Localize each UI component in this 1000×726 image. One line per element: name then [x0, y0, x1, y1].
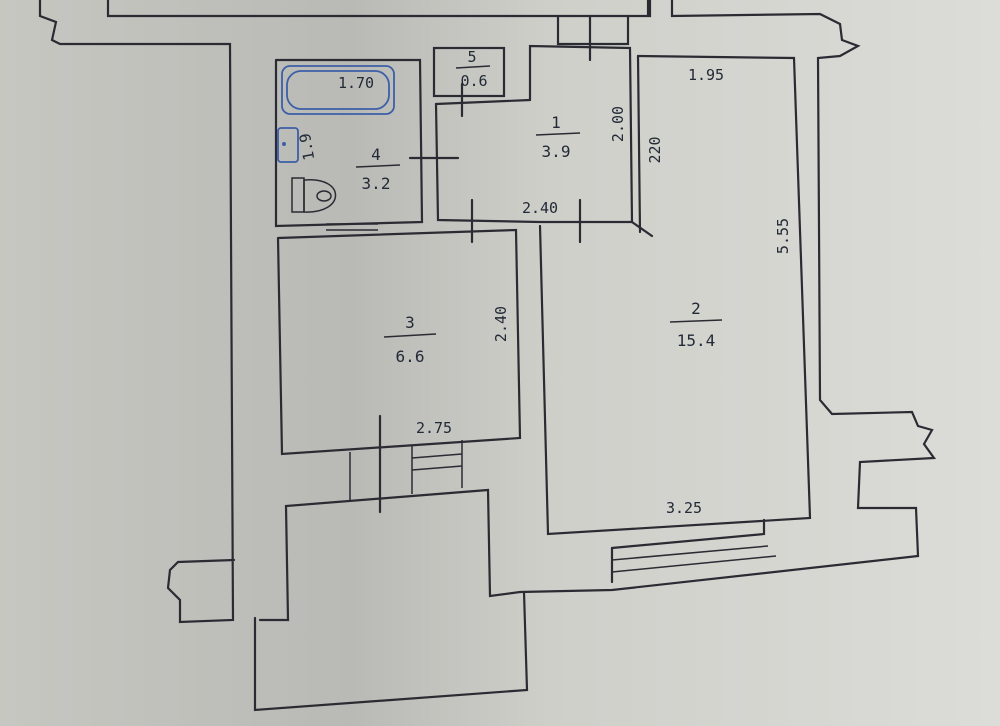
room-2-label: 2 15.4	[669, 299, 723, 350]
room-1-area: 3.9	[542, 142, 571, 161]
room-2-area: 15.4	[677, 331, 716, 350]
room-2-top-dimension: 1.95	[688, 66, 724, 84]
room-5-label: 5 0.6	[455, 48, 491, 90]
room-3-number: 3	[405, 313, 415, 332]
exterior-walls	[38, 0, 937, 712]
room-4-number: 4	[371, 145, 381, 164]
room-1-walls	[434, 44, 654, 244]
room-3-area: 6.6	[396, 347, 425, 366]
bath-length-dimension: 1.70	[338, 74, 374, 92]
room-2-number: 2	[691, 299, 701, 318]
room-5-walls	[432, 46, 506, 118]
room-1-label: 1 3.9	[535, 113, 581, 161]
bathtub	[281, 65, 395, 115]
room-2-walls	[538, 54, 812, 584]
room-1-width-dimension: 2.40	[522, 199, 558, 217]
room-1-height-dimension: 2.00	[609, 106, 627, 142]
room-2-height-dimension: 5.55	[774, 218, 792, 254]
room-4-walls	[274, 58, 460, 231]
room-5-number: 5	[467, 48, 476, 66]
room-5-area: 0.6	[460, 72, 487, 90]
room-1-number: 1	[551, 113, 561, 132]
room-2-side-dimension: 220	[646, 136, 664, 163]
room-3-width-dimension: 2.75	[416, 419, 452, 437]
room-4-label: 4 3.2	[355, 145, 401, 193]
bath-height-dimension: 1.9	[296, 132, 318, 162]
toilet-icon	[291, 177, 337, 213]
room-3-label: 3 6.6	[383, 313, 437, 366]
sink-icon	[277, 127, 299, 163]
room-3-height-dimension: 2.40	[492, 306, 510, 342]
room-2-width-dimension: 3.25	[666, 499, 702, 517]
room-4-area: 3.2	[362, 174, 391, 193]
room-3-walls	[276, 228, 522, 514]
corridor-walls	[556, 14, 630, 62]
